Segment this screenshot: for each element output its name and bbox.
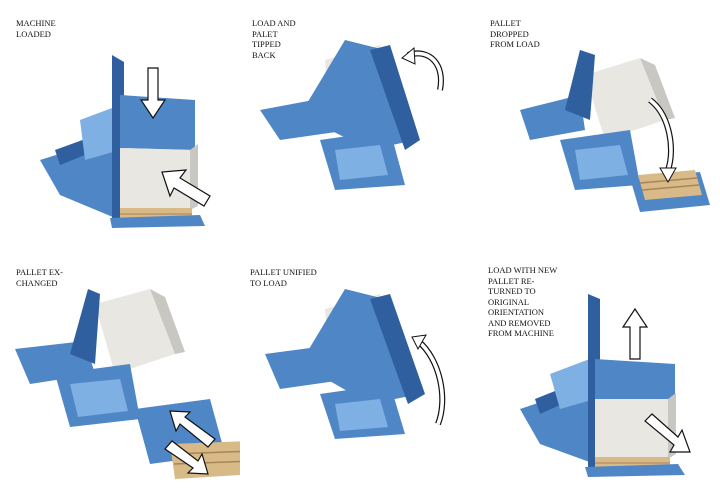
step-5-illustration <box>265 289 446 439</box>
step-3-caption: PALLET DROPPED FROM LOAD <box>490 18 540 49</box>
step-4-panel: PALLET EX- CHANGED <box>0 249 240 498</box>
step-5-panel: PALLET UNIFIED TO LOAD <box>240 249 480 498</box>
step-1-caption: MACHINE LOADED <box>16 18 56 39</box>
step-5-caption: PALLET UNIFIED TO LOAD <box>250 267 317 288</box>
exit-arrow-icon <box>644 413 691 453</box>
step-4-caption: PALLET EX- CHANGED <box>16 267 63 288</box>
step-6-caption: LOAD WITH NEW PALLET RE- TURNED TO ORIGI… <box>488 265 558 338</box>
step-2-illustration <box>260 40 444 190</box>
step-4-illustration <box>15 289 240 479</box>
push-arrow-icon <box>161 169 211 207</box>
step-6-panel: LOAD WITH NEW PALLET RE- TURNED TO ORIGI… <box>480 249 720 498</box>
double-arrow-icon <box>164 410 216 475</box>
up-arrow-icon <box>621 307 649 360</box>
down-arrow-icon <box>139 67 167 120</box>
step-3-panel: PALLET DROPPED FROM LOAD <box>480 0 720 249</box>
curved-up-arrow-icon <box>411 334 446 426</box>
step-1-illustration <box>40 55 211 228</box>
step-1-panel: MACHINE LOADED <box>0 0 240 249</box>
curved-down-arrow-icon <box>648 97 677 184</box>
step-2-caption: LOAD AND PALET TIPPED BACK <box>252 18 296 60</box>
step-2-panel: LOAD AND PALET TIPPED BACK <box>240 0 480 249</box>
step-6-illustration <box>520 294 691 477</box>
rotate-arrow-icon <box>401 46 444 91</box>
step-3-illustration <box>520 50 710 212</box>
